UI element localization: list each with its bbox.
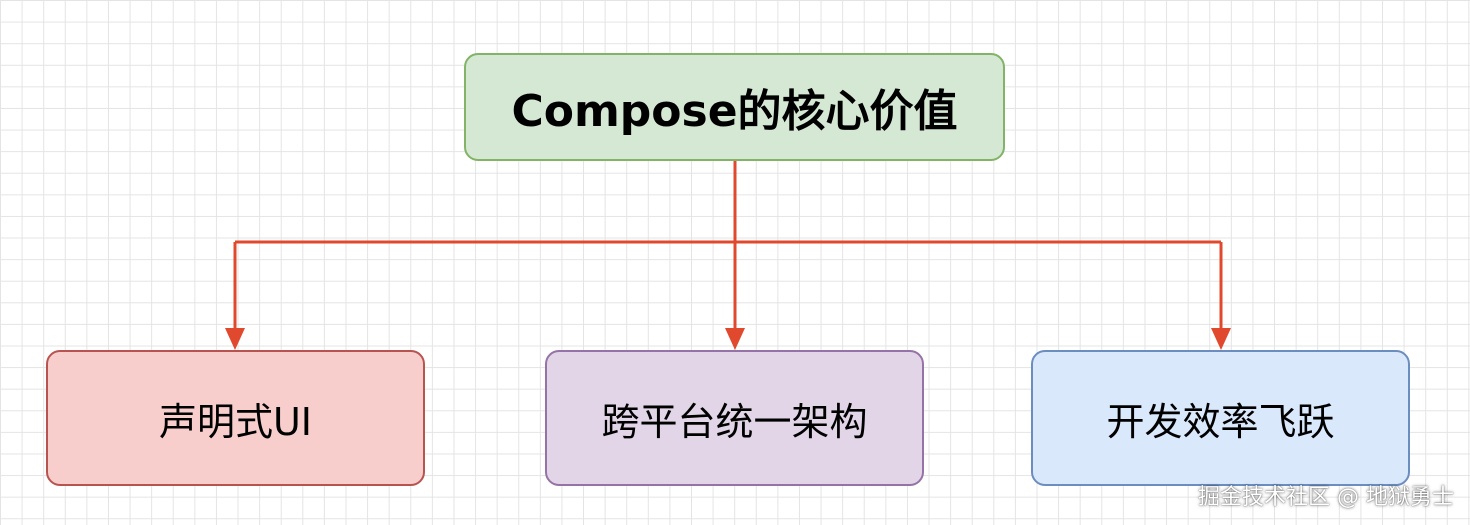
child-node-label: 跨平台统一架构 — [601, 399, 868, 444]
child-node-label: 开发效率飞跃 — [1106, 399, 1335, 444]
arrowhead-2 — [1211, 328, 1231, 350]
arrowhead-0 — [225, 328, 245, 350]
child-node-declarative-ui[interactable]: 声明式UI — [46, 350, 425, 486]
watermark-text: 掘金技术社区 @ 地狱勇士 — [1198, 485, 1454, 510]
child-node-dev-efficiency[interactable]: 开发效率飞跃 — [1031, 350, 1410, 486]
root-node-label: Compose的核心价值 — [511, 86, 958, 137]
child-node-label: 声明式UI — [158, 399, 313, 444]
root-node[interactable]: Compose的核心价值 — [464, 53, 1005, 161]
arrowhead-1 — [725, 328, 745, 350]
child-node-cross-platform[interactable]: 跨平台统一架构 — [545, 350, 924, 486]
